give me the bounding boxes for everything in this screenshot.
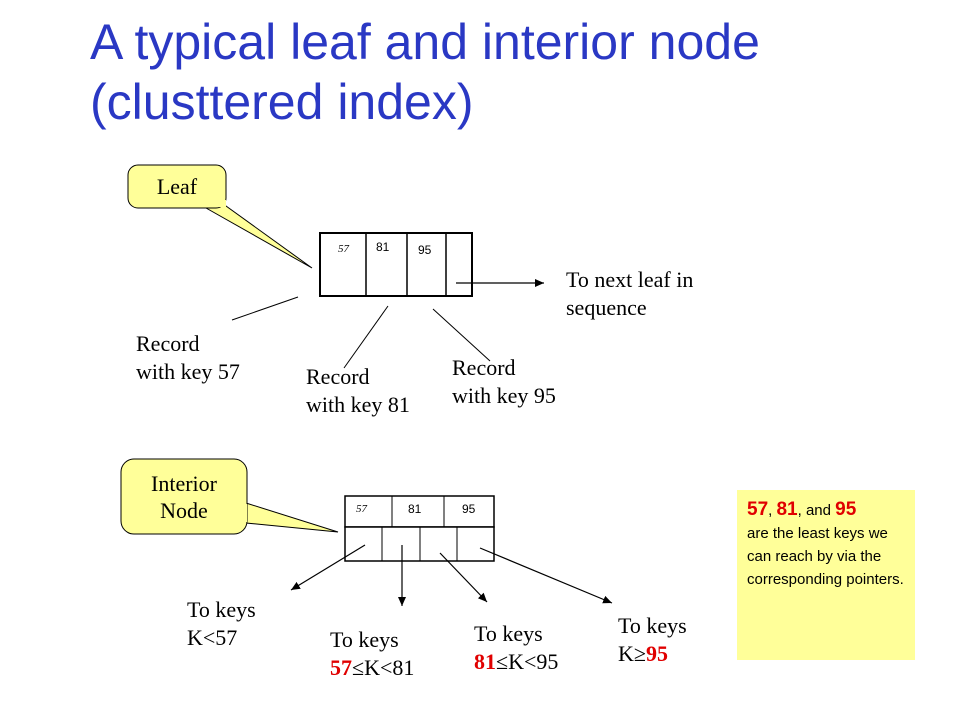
leaf-node: [319, 232, 473, 297]
interior-callout-line-1: Interior: [151, 471, 217, 496]
pointer-label-4-lower-key: 95: [645, 641, 668, 666]
leaf-record-57-line: [231, 296, 299, 321]
pointer-label-4-line-2: K≥95: [618, 640, 687, 668]
pointer-label-3: To keys 81≤K<95: [474, 620, 558, 676]
leaf-record-81-line: [343, 305, 389, 369]
next-leaf-label-line-2: sequence: [566, 295, 647, 320]
next-leaf-label: To next leaf in sequence: [566, 266, 693, 322]
interior-callout: [120, 458, 339, 535]
record-label-95-line-1: Record: [452, 355, 516, 380]
record-label-95: Record with key 95: [452, 354, 556, 410]
pointer-label-3-line-1: To keys: [474, 621, 543, 646]
pointer-label-2-line-1: To keys: [330, 627, 399, 652]
pointer-arrow-3: [439, 552, 488, 603]
leaf-key-2: 81: [376, 240, 390, 254]
record-label-57: Record with key 57: [136, 330, 240, 386]
pointer-label-4-line-1: To keys: [618, 613, 687, 638]
note-text: are the least keys we can reach by via t…: [747, 525, 904, 588]
pointer-arrow-1: [290, 544, 366, 591]
note-key-95: 95: [835, 499, 857, 520]
pointer-label-1-line-2: K<57: [187, 625, 238, 650]
pointer-label-4: To keys K≥95: [618, 612, 687, 668]
slide-title: A typical leaf and interior node (clustt…: [90, 12, 950, 132]
record-label-81-line-2: with key 81: [306, 392, 410, 417]
slide-title-line-2: (clusttered index): [90, 74, 474, 130]
interior-key-3: 95: [462, 502, 476, 516]
record-label-57-line-1: Record: [136, 331, 200, 356]
leaf-key-1: 57: [338, 243, 349, 255]
note-sep-2: , and: [797, 502, 836, 519]
interior-callout-line-2: Node: [160, 498, 208, 523]
pointer-label-3-lower-key: 81: [474, 649, 496, 674]
record-label-81-line-1: Record: [306, 364, 370, 389]
least-keys-note: 57, 81, and 95 are the least keys we can…: [737, 490, 915, 660]
pointer-label-1: To keys K<57: [187, 596, 256, 652]
next-leaf-label-line-1: To next leaf in: [566, 267, 694, 292]
pointer-label-3-line-2: 81≤K<95: [474, 648, 558, 676]
interior-key-1: 57: [356, 503, 367, 515]
pointer-label-2: To keys 57≤K<81: [330, 626, 414, 682]
pointer-arrow-4: [479, 547, 613, 604]
record-label-57-line-2: with key 57: [136, 359, 240, 384]
pointer-label-2-lower-key: 57: [330, 655, 352, 680]
pointer-label-2-line-2: 57≤K<81: [330, 654, 414, 682]
interior-key-2: 81: [408, 502, 422, 516]
pointer-label-3-range: ≤K<95: [496, 649, 559, 674]
leaf-record-95-line: [432, 308, 491, 362]
record-label-95-line-2: with key 95: [452, 383, 556, 408]
leaf-key-3: 95: [418, 243, 432, 257]
interior-node: [344, 495, 495, 562]
note-key-57: 57: [747, 499, 769, 520]
leaf-callout-label: Leaf: [156, 174, 198, 199]
record-label-81: Record with key 81: [306, 363, 410, 419]
leaf-callout: [127, 164, 313, 269]
note-key-81: 81: [776, 499, 798, 520]
pointer-label-1-line-1: To keys: [187, 597, 256, 622]
pointer-label-2-range: ≤K<81: [352, 655, 415, 680]
slide-title-line-1: A typical leaf and interior node: [90, 14, 760, 70]
interior-callout-label: Interior Node: [121, 470, 247, 524]
note-sep-1: ,: [768, 502, 777, 519]
pointer-label-4-range: K≥: [618, 641, 646, 666]
